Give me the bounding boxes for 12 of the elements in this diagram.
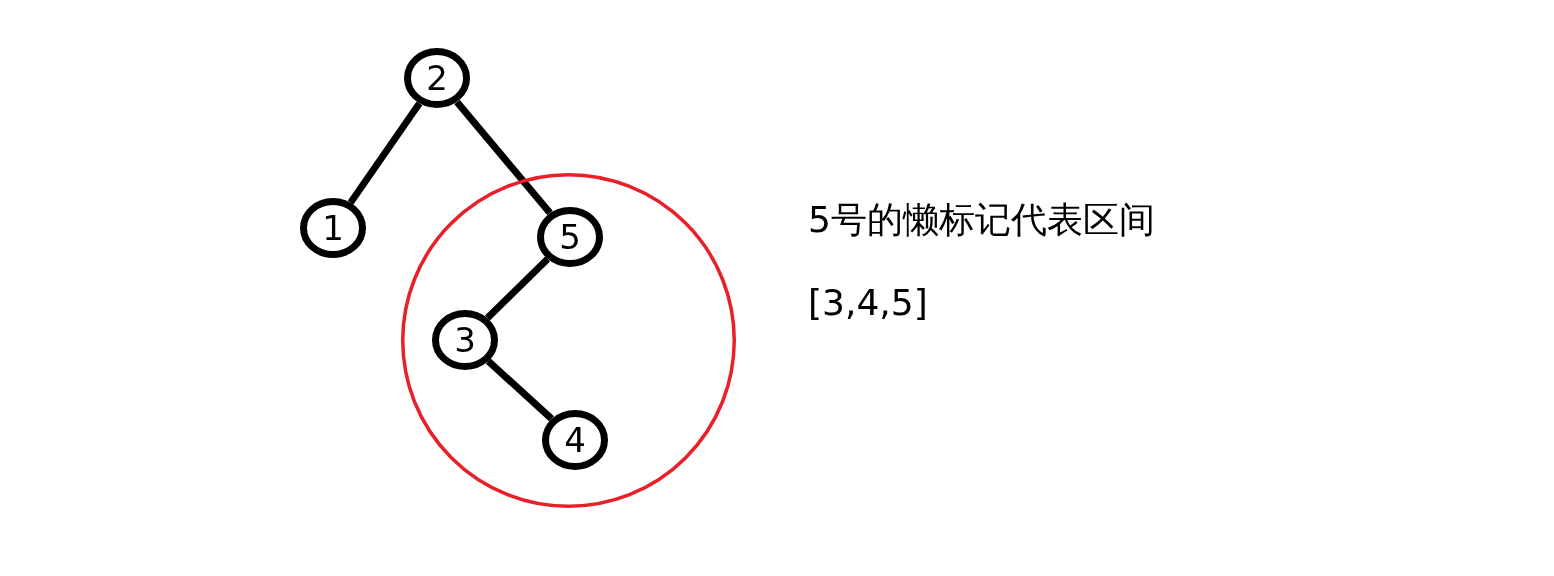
tree-node: 5 bbox=[537, 207, 603, 267]
tree-node: 1 bbox=[300, 198, 366, 258]
highlight-circle bbox=[400, 172, 736, 508]
tree-node: 3 bbox=[432, 310, 498, 370]
connector-line bbox=[484, 256, 551, 321]
connector-line bbox=[485, 358, 555, 422]
annotation-text: 5号的懒标记代表区间 bbox=[808, 198, 1155, 242]
tree-node: 4 bbox=[542, 410, 608, 470]
connector-line bbox=[454, 99, 553, 216]
tree-node: 2 bbox=[404, 48, 470, 108]
connector-line bbox=[347, 101, 423, 205]
annotation-text: [3,4,5] bbox=[808, 282, 928, 323]
